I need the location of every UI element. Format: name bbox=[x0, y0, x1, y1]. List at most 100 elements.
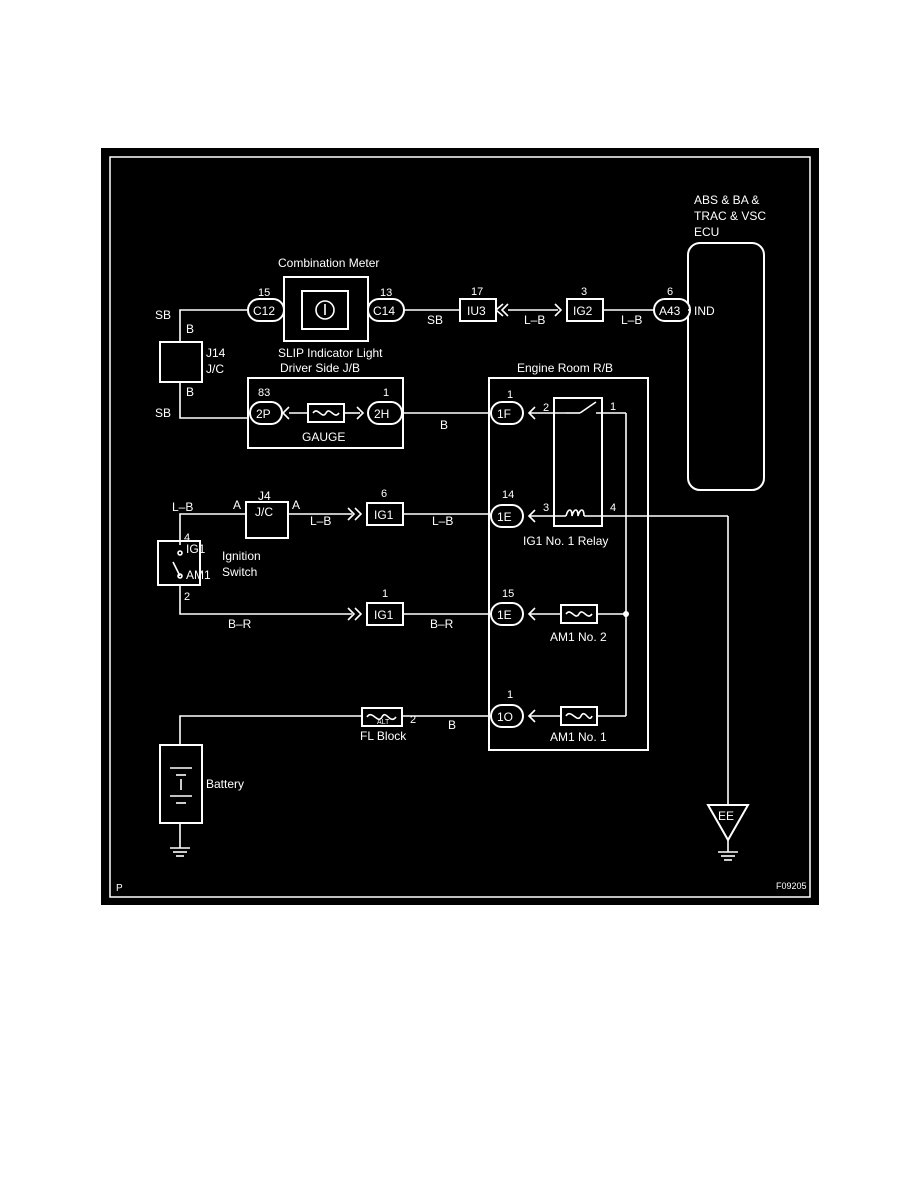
c1f-connector bbox=[490, 401, 524, 425]
j14-name: J14 bbox=[206, 346, 226, 360]
iu3-chevron-2 bbox=[500, 303, 509, 317]
gauge-fuse-icon bbox=[312, 410, 340, 416]
wire-lb-left bbox=[179, 513, 246, 545]
c12-pin: 15 bbox=[258, 287, 270, 299]
jb-2p-label: 2P bbox=[256, 407, 271, 421]
c1e-a-pin: 14 bbox=[502, 489, 514, 501]
ecu-label-2: TRAC & VSC bbox=[694, 209, 766, 223]
battery-ground-icon bbox=[170, 847, 190, 857]
c1e-b-pin: 15 bbox=[502, 588, 514, 600]
c1o-pin: 1 bbox=[507, 689, 513, 701]
ign-label-1: Ignition bbox=[222, 549, 261, 563]
ecu-label-1: ABS & BA & bbox=[694, 193, 759, 207]
c1f-label: 1F bbox=[497, 407, 511, 421]
am1-no2-label: AM1 No. 2 bbox=[550, 630, 607, 644]
gauge-fuse-label: GAUGE bbox=[302, 430, 345, 444]
slip-indicator-bulb-icon bbox=[315, 300, 335, 320]
ig1-a-chevron-2 bbox=[354, 507, 363, 521]
wire-label-lb-left: L–B bbox=[172, 500, 193, 514]
j14-wire-top: B bbox=[186, 322, 194, 336]
am1-no1-label: AM1 No. 1 bbox=[550, 730, 607, 744]
wire-label-lb-ig1: L–B bbox=[432, 514, 453, 528]
iu3-chevron bbox=[494, 303, 504, 317]
relay-pin-2: 2 bbox=[543, 402, 549, 414]
j14-wire-bottom: B bbox=[186, 385, 194, 399]
battery-box bbox=[159, 744, 203, 824]
wire-br-left bbox=[179, 585, 352, 615]
fl-block-fuse bbox=[361, 707, 403, 727]
fl-block-label: FL Block bbox=[360, 729, 407, 743]
wire-label-br-right: B–R bbox=[430, 617, 454, 631]
j14-sub: J/C bbox=[206, 362, 224, 376]
ee-ground-icon bbox=[718, 851, 738, 861]
corner-label-p: P bbox=[116, 883, 123, 894]
am1-no2-fuse-icon bbox=[565, 611, 593, 617]
ign-contact-top bbox=[177, 550, 183, 556]
wire-label-sb-mid: SB bbox=[427, 313, 443, 327]
jb-chevron-right bbox=[356, 406, 365, 420]
relay-switch-icon bbox=[579, 401, 597, 414]
driver-jb-title: Driver Side J/B bbox=[280, 361, 360, 375]
relay-label: IG1 No. 1 Relay bbox=[523, 534, 608, 548]
fl-fuse-alt: ALT bbox=[377, 719, 390, 726]
ig2-label: IG2 bbox=[573, 304, 593, 318]
c14-pin: 13 bbox=[380, 287, 392, 299]
wire-label-lb-j4: L–B bbox=[310, 514, 331, 528]
wire-label-sb-left: SB bbox=[155, 406, 171, 420]
am1-no1-fuse-icon bbox=[565, 712, 593, 720]
wire-sb-left bbox=[179, 382, 248, 419]
ign-switch-blade-icon bbox=[172, 561, 181, 577]
relay-pin-3: 3 bbox=[543, 502, 549, 514]
wire-label-lb-ecu-b: L–B bbox=[621, 313, 642, 327]
ig1-b-chevron-1 bbox=[347, 607, 356, 621]
a43-pin: 6 bbox=[667, 286, 673, 298]
figure-id: F09205 bbox=[776, 881, 807, 891]
wire-label-b-fl: B bbox=[448, 718, 456, 732]
c1e-b-label: 1E bbox=[497, 608, 512, 622]
j4-sub: J/C bbox=[255, 505, 273, 519]
bus-junction-dot bbox=[623, 611, 629, 617]
wire-label-lb-ecu-a: L–B bbox=[524, 313, 545, 327]
wire-label-br-left: B–R bbox=[228, 617, 252, 631]
battery-label: Battery bbox=[206, 777, 244, 791]
relay-pin-1: 1 bbox=[610, 401, 616, 413]
iu3-pin: 17 bbox=[471, 286, 483, 298]
ee-label: EE bbox=[718, 809, 734, 823]
a43-label: A43 bbox=[659, 304, 681, 318]
ign-pin-top: 4 bbox=[184, 532, 190, 544]
fl-block-pin: 2 bbox=[410, 714, 416, 726]
ecu-label-3: ECU bbox=[694, 225, 719, 239]
ign-terminal-am1: AM1 bbox=[186, 568, 211, 582]
ig1-relay-box bbox=[553, 397, 603, 527]
engine-rb-box bbox=[488, 377, 649, 751]
jb-chevron-left bbox=[281, 406, 290, 420]
ig1-a-label: IG1 bbox=[374, 508, 394, 522]
relay-pin-4: 4 bbox=[610, 502, 616, 514]
ig2-chevron bbox=[554, 303, 563, 317]
wire-sb-top bbox=[179, 309, 248, 342]
ig1-a-pin: 6 bbox=[381, 488, 387, 500]
wire-label-b-jb: B bbox=[440, 418, 448, 432]
ig2-pin: 3 bbox=[581, 286, 587, 298]
ign-label-2: Switch bbox=[222, 565, 257, 579]
ig1-b-label: IG1 bbox=[374, 608, 394, 622]
slip-indicator-label: SLIP Indicator Light bbox=[278, 346, 383, 360]
diagram-inner-frame bbox=[109, 156, 811, 898]
diagram-panel bbox=[101, 148, 819, 905]
c1e-a-label: 1E bbox=[497, 510, 512, 524]
ig1-b-chevron-2 bbox=[354, 607, 363, 621]
fl-fuse-icon bbox=[366, 713, 397, 721]
ign-contact-bottom bbox=[177, 573, 183, 579]
j4-right: A bbox=[292, 498, 300, 512]
jb-2h-pin: 1 bbox=[383, 387, 389, 399]
ecu-box bbox=[687, 242, 765, 491]
j4-left: A bbox=[233, 498, 241, 512]
ee-ground-triangle bbox=[706, 804, 750, 843]
wire-label-sb-top: SB bbox=[155, 308, 171, 322]
ign-terminal-ig1: IG1 bbox=[186, 542, 206, 556]
c1o-label: 1O bbox=[497, 710, 513, 724]
slip-indicator-box bbox=[301, 290, 349, 330]
c1f-pin: 1 bbox=[507, 389, 513, 401]
engine-rb-title: Engine Room R/B bbox=[517, 361, 613, 375]
j4-name: J4 bbox=[258, 489, 271, 503]
